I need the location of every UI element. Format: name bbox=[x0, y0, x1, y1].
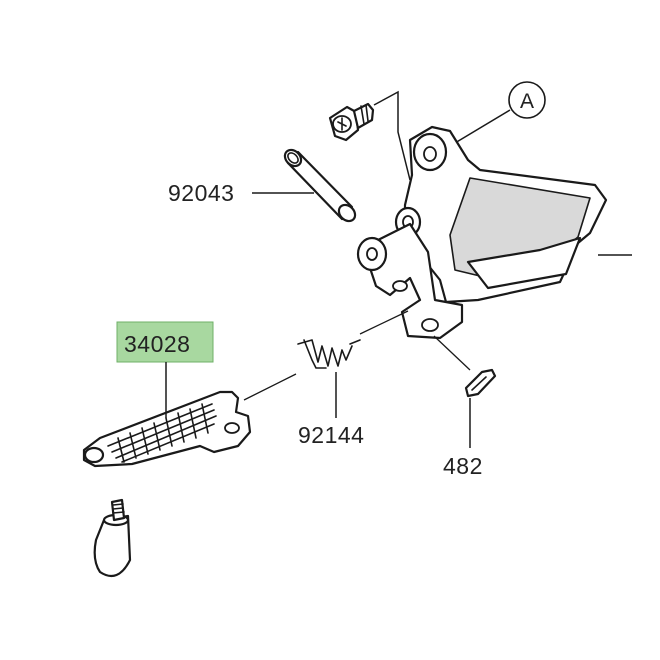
label-482: 482 bbox=[443, 453, 483, 479]
ref-a-callout: A bbox=[508, 81, 546, 119]
footpeg-34028 bbox=[82, 390, 252, 468]
pin-92043 bbox=[283, 148, 357, 223]
label-92144: 92144 bbox=[298, 422, 364, 448]
bolt-leader bbox=[373, 90, 411, 181]
clip-482 bbox=[464, 368, 497, 398]
pivot-axis-line bbox=[243, 310, 409, 401]
spring-92144 bbox=[297, 339, 361, 369]
ref-a-label: A bbox=[520, 90, 534, 113]
footpeg-slider bbox=[93, 498, 132, 578]
label-34028: 34028 bbox=[124, 331, 190, 357]
label-92043: 92043 bbox=[168, 180, 234, 206]
ref-a-leader bbox=[454, 109, 511, 144]
clip-axis-line bbox=[433, 335, 471, 371]
bolt bbox=[328, 102, 375, 142]
label-34028-highlight bbox=[116, 321, 214, 363]
footrest-bracket bbox=[356, 125, 608, 340]
